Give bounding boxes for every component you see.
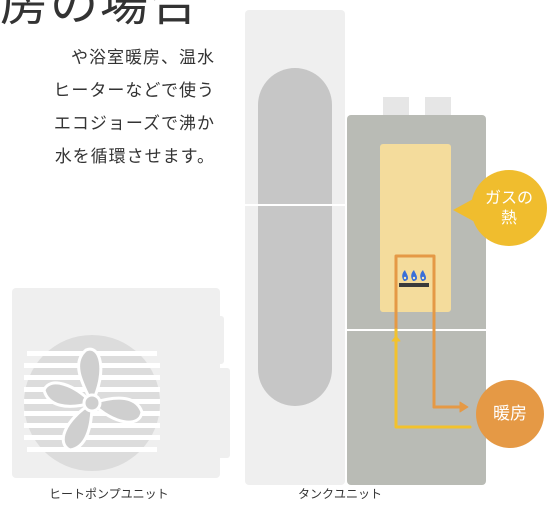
gas-heat-label-line-1: ガスの — [484, 188, 533, 207]
heat-pump-unit-caption: ヒートポンプユニット — [49, 487, 169, 501]
supply-line — [394, 328, 472, 429]
gas-heat-label-line-2: 熱 — [500, 208, 517, 227]
heat-pump-side-panel-top — [212, 316, 224, 364]
tank-unit — [245, 10, 486, 485]
heating-arrow-right-icon — [459, 401, 469, 413]
burner-icon — [399, 270, 429, 287]
description-text: や浴室暖房、温水 ヒーターなどで使う エコジョーズで沸か 水を循環させます。 — [0, 42, 215, 174]
tank-unit-caption: タンクユニット — [298, 487, 383, 501]
gas-heat-label: ガスの 熱 — [473, 188, 545, 228]
supply-arrow-up-icon — [391, 335, 401, 342]
fan-blades — [42, 347, 144, 452]
heating-bubble — [476, 380, 544, 448]
return-line — [394, 254, 436, 409]
storage-tank-body — [258, 68, 332, 406]
description-line-4: 水を循環させます。 — [54, 147, 215, 167]
bubble-pointer — [453, 198, 475, 222]
fan-grille — [24, 335, 160, 471]
burner-base — [399, 283, 429, 287]
gas-heat-bubble — [453, 170, 547, 246]
heat-pump-side-panel-bottom — [212, 368, 230, 458]
pipe-connector-left — [383, 97, 409, 117]
pipe-connector-right — [425, 97, 451, 117]
description-line-1: や浴室暖房、温水 — [71, 48, 215, 68]
circulation-lines — [391, 254, 472, 429]
description-line-2: ヒーターなどで使う — [53, 81, 215, 101]
description-line-3: エコジョーズで沸か — [53, 114, 215, 134]
page-title: 房の場合 — [0, 0, 201, 32]
heating-label: 暖房 — [493, 404, 527, 424]
flame-icon — [402, 270, 426, 281]
heat-pump-unit — [12, 288, 230, 478]
gas-heat-circle — [471, 170, 547, 246]
